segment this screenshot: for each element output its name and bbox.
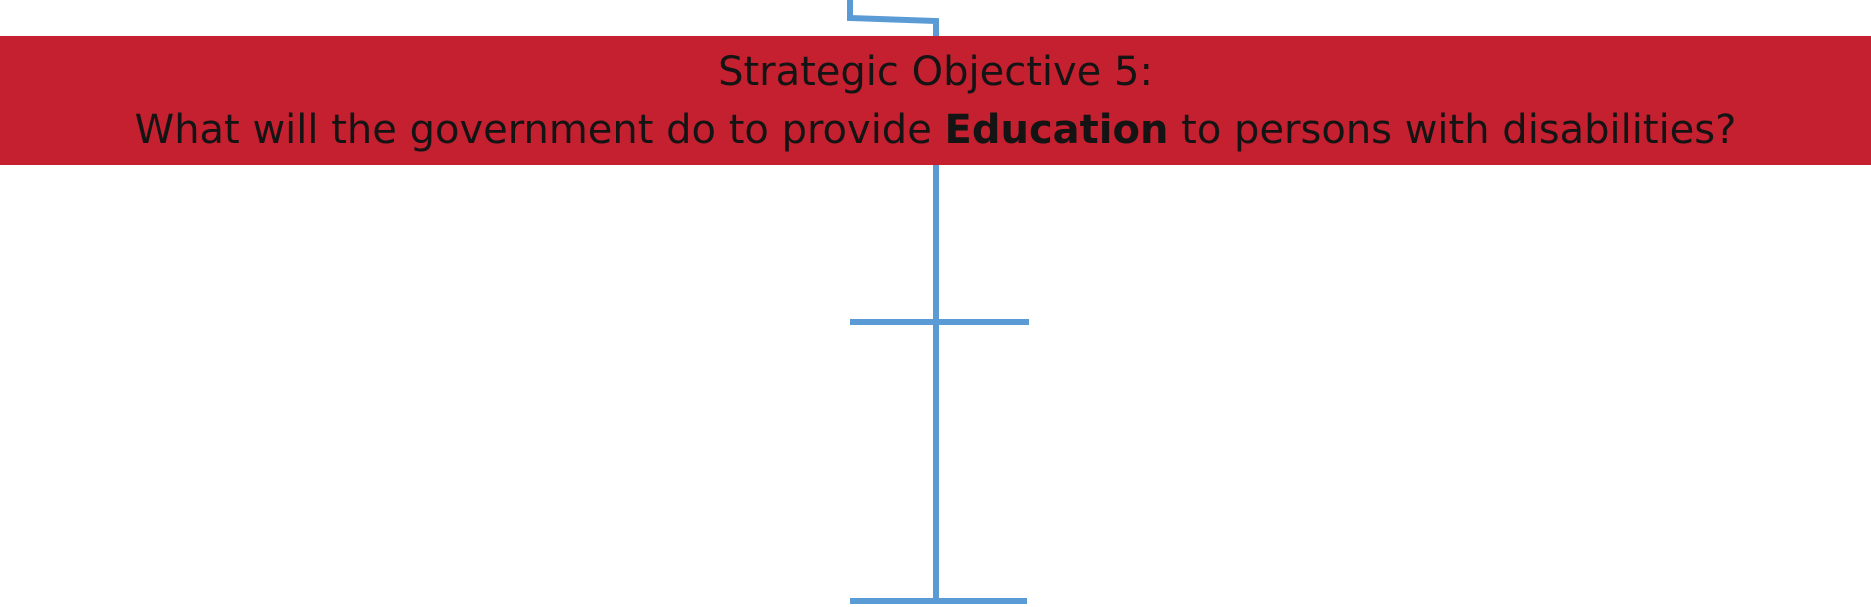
connector-top-elbow (847, 0, 939, 36)
objective-question-tail: to persons with disabilities? (1168, 106, 1737, 153)
objective-question-emphasis: Education (944, 106, 1169, 153)
objective-question: What will the government do to provide E… (135, 101, 1737, 159)
objective-banner: Strategic Objective 5: What will the gov… (0, 36, 1871, 165)
objective-heading: Strategic Objective 5: (718, 48, 1153, 95)
objective-question-lead: What will the government do to provide (134, 106, 945, 153)
